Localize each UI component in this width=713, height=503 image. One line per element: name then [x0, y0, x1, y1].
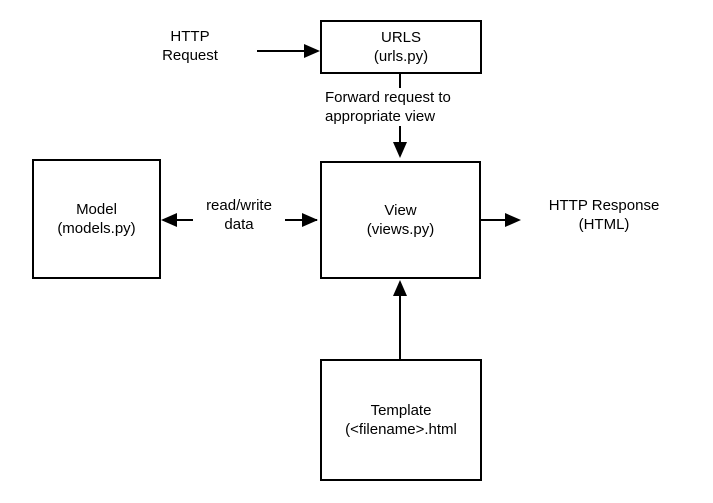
- http-request-label: HTTP Request: [140, 27, 240, 65]
- view-to-response-arrow-line: [481, 219, 506, 221]
- template-to-view-arrow-line: [399, 295, 401, 359]
- urls-box-subtitle: (urls.py): [373, 48, 429, 65]
- read-write-data-label: read/write data: [193, 196, 285, 234]
- model-box-title: Model: [76, 201, 117, 218]
- forward-request-label-line1: Forward request to: [325, 89, 451, 106]
- view-to-response-arrowhead-icon: [505, 213, 521, 227]
- request-to-urls-arrowhead-icon: [304, 44, 320, 58]
- http-response-label-line2: (HTML): [578, 216, 630, 233]
- model-box: Model (models.py): [32, 159, 161, 279]
- forward-request-label: Forward request to appropriate view: [323, 88, 485, 126]
- template-to-view-arrowhead-icon: [393, 280, 407, 296]
- model-view-right-arrowhead-icon: [302, 213, 318, 227]
- view-box-title: View: [384, 202, 417, 219]
- template-box-subtitle: (<filename>.html: [345, 421, 457, 438]
- request-to-urls-arrow-line: [257, 50, 305, 52]
- http-request-label-line1: HTTP: [170, 28, 210, 45]
- forward-request-label-line2: appropriate view: [325, 108, 436, 125]
- urls-box-title: URLS: [380, 29, 421, 46]
- http-request-label-line2: Request: [162, 47, 218, 64]
- view-box-subtitle: (views.py): [366, 221, 435, 238]
- model-view-left-arrowhead-icon: [161, 213, 177, 227]
- model-box-subtitle: (models.py): [57, 220, 136, 237]
- urls-to-view-arrowhead-icon: [393, 142, 407, 158]
- template-box-title: Template: [370, 402, 432, 419]
- http-response-label-line1: HTTP Response: [548, 197, 660, 214]
- view-box: View (views.py): [320, 161, 481, 279]
- urls-box: URLS (urls.py): [320, 20, 482, 74]
- read-write-data-label-line2: data: [224, 216, 254, 233]
- read-write-data-label-line1: read/write: [206, 197, 272, 214]
- http-response-label: HTTP Response (HTML): [531, 196, 677, 234]
- template-box: Template (<filename>.html: [320, 359, 482, 481]
